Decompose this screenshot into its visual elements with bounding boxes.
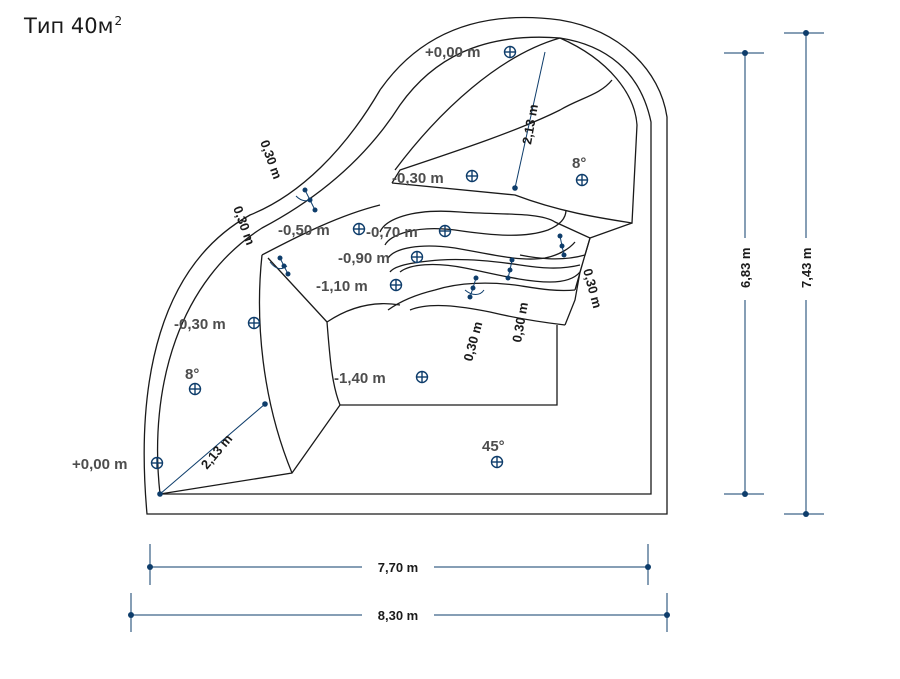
marker-deep bbox=[415, 370, 429, 384]
marker-slope-bottom bbox=[490, 455, 504, 469]
dim-width-inner bbox=[147, 544, 651, 585]
dim-label-height-inner: 6,83 m bbox=[738, 248, 753, 288]
step-right-edges bbox=[564, 237, 591, 326]
depth-label-shelf-left: -0,30 m bbox=[174, 316, 226, 333]
title: Тип 40м2 bbox=[24, 14, 122, 38]
dim-width-outer bbox=[128, 593, 670, 632]
marker-shelf-top bbox=[465, 169, 479, 183]
marker-step1 bbox=[352, 222, 366, 236]
title-superscript: 2 bbox=[114, 14, 123, 28]
step-b-dot2 bbox=[507, 267, 513, 273]
top-shelf bbox=[391, 37, 638, 224]
ramp-top-dim bbox=[514, 51, 546, 189]
step-a-dot3 bbox=[561, 252, 567, 258]
step-c-dot2 bbox=[470, 285, 476, 291]
marker-step4 bbox=[389, 278, 403, 292]
wall-a-dot2 bbox=[307, 197, 313, 203]
dim-height-inner bbox=[724, 50, 764, 497]
top-shelf-edge bbox=[394, 37, 561, 171]
deep-wall bbox=[267, 257, 401, 406]
marker-slope-top bbox=[575, 173, 589, 187]
slope-label-top-right: 8° bbox=[572, 155, 586, 172]
slope-label-bottom: 45° bbox=[482, 438, 505, 455]
dim-label-width-outer: 8,30 m bbox=[378, 608, 418, 623]
title-text: Тип 40м bbox=[24, 14, 114, 38]
depth-label-top: +0,00 m bbox=[425, 44, 480, 61]
marker-left bbox=[150, 456, 164, 470]
ramp-left-dim bbox=[159, 403, 266, 495]
marker-top bbox=[503, 45, 517, 59]
ramp-top-dim-dot bbox=[512, 185, 518, 191]
dim-label-width-inner: 7,70 m bbox=[378, 560, 418, 575]
wall-b-dot2 bbox=[281, 263, 287, 269]
step-b-dot3 bbox=[505, 275, 511, 281]
depth-label-shelf-top: -0,30 m bbox=[392, 170, 444, 187]
depth-label-step4: -1,10 m bbox=[316, 278, 368, 295]
ramp-left-dim-dot2 bbox=[157, 491, 163, 497]
marker-shelf-left bbox=[247, 316, 261, 330]
step-a-dot2 bbox=[559, 243, 565, 249]
step-b-dot1 bbox=[509, 257, 515, 263]
step-3 bbox=[387, 241, 576, 311]
step-1 bbox=[379, 210, 591, 260]
wall-a-dot3 bbox=[312, 207, 318, 213]
step-1-outer bbox=[589, 222, 633, 239]
dim-label-ramp-top: 2,13 m bbox=[519, 103, 541, 145]
dim-label-step-a: 0,30 m bbox=[580, 267, 605, 310]
depth-label-step3: -0,90 m bbox=[338, 250, 390, 267]
depth-label-deep: -1,40 m bbox=[334, 370, 386, 387]
dim-label-height-outer: 7,43 m bbox=[799, 248, 814, 288]
depth-label-left: +0,00 m bbox=[72, 456, 127, 473]
wall-b-dot1 bbox=[277, 255, 283, 261]
step-c-dot3 bbox=[467, 294, 473, 300]
ramp-left-dim-dot bbox=[262, 401, 268, 407]
depth-label-step1: -0,50 m bbox=[278, 222, 330, 239]
depth-label-step2: -0,70 m bbox=[366, 224, 418, 241]
pool-outline-outer bbox=[143, 16, 668, 515]
step-4 bbox=[399, 263, 581, 326]
step-a-dot1 bbox=[557, 233, 563, 239]
dim-label-ramp-left: 2,13 m bbox=[198, 431, 236, 472]
slope-label-left: 8° bbox=[185, 366, 199, 383]
pool-outline-inner bbox=[156, 36, 652, 495]
wall-a-dot1 bbox=[302, 187, 308, 193]
step-c-dot1 bbox=[473, 275, 479, 281]
dim-label-step-c: 0,30 m bbox=[460, 320, 485, 363]
wall-b-dot3 bbox=[285, 271, 291, 277]
level-markers bbox=[150, 45, 589, 470]
marker-step3 bbox=[410, 250, 424, 264]
step-2 bbox=[384, 209, 581, 273]
dim-label-step-b: 0,30 m bbox=[509, 301, 531, 343]
dim-label-wall-a: 0,30 m bbox=[257, 138, 285, 181]
marker-slope-left bbox=[188, 382, 202, 396]
dim-height-outer bbox=[784, 30, 824, 517]
marker-step2 bbox=[438, 224, 452, 238]
